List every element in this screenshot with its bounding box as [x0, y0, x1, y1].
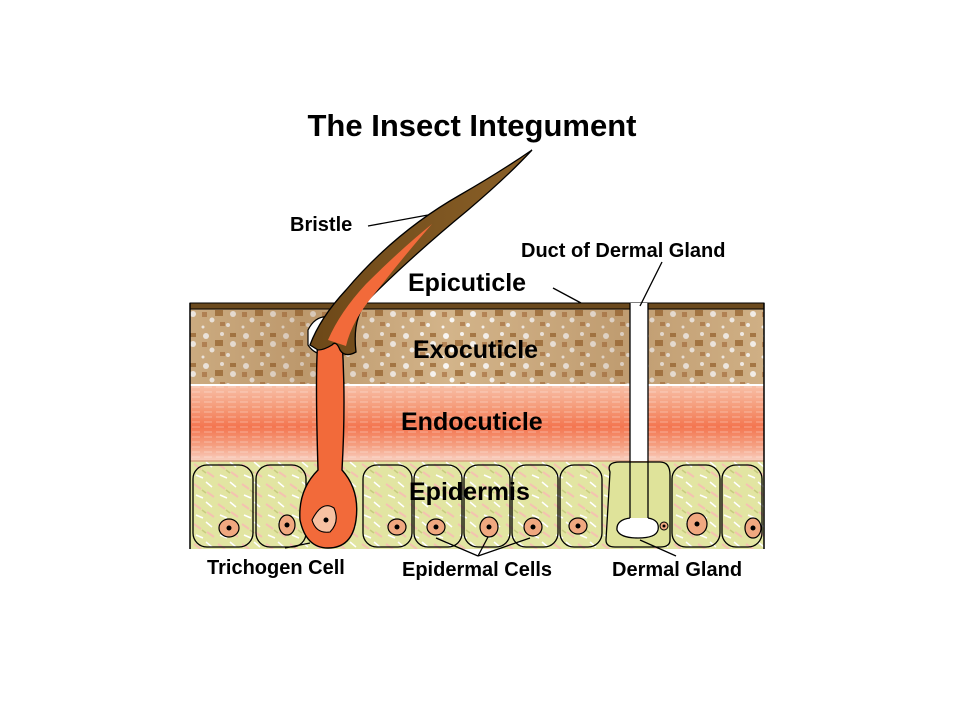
diagram-title: The Insect Integument — [308, 108, 637, 143]
dermal-duct — [630, 303, 648, 461]
leader-lines — [284, 214, 677, 557]
trichogen-cell-label: Trichogen Cell — [207, 557, 345, 579]
bristle-label: Bristle — [290, 214, 352, 236]
epicuticle-layer — [189, 302, 765, 310]
exocuticle-label: Exocuticle — [413, 336, 538, 364]
endocuticle-label: Endocuticle — [401, 408, 543, 436]
epidermal-cells-label: Epidermal Cells — [402, 559, 552, 581]
epidermis-label: Epidermis — [409, 478, 530, 506]
epicuticle-label: Epicuticle — [408, 269, 526, 297]
dermal-gland-label: Dermal Gland — [612, 559, 742, 581]
dermal-gland — [605, 303, 671, 548]
bristle — [309, 149, 533, 356]
duct-label: Duct of Dermal Gland — [521, 240, 725, 262]
epidermal-cells — [192, 464, 763, 548]
